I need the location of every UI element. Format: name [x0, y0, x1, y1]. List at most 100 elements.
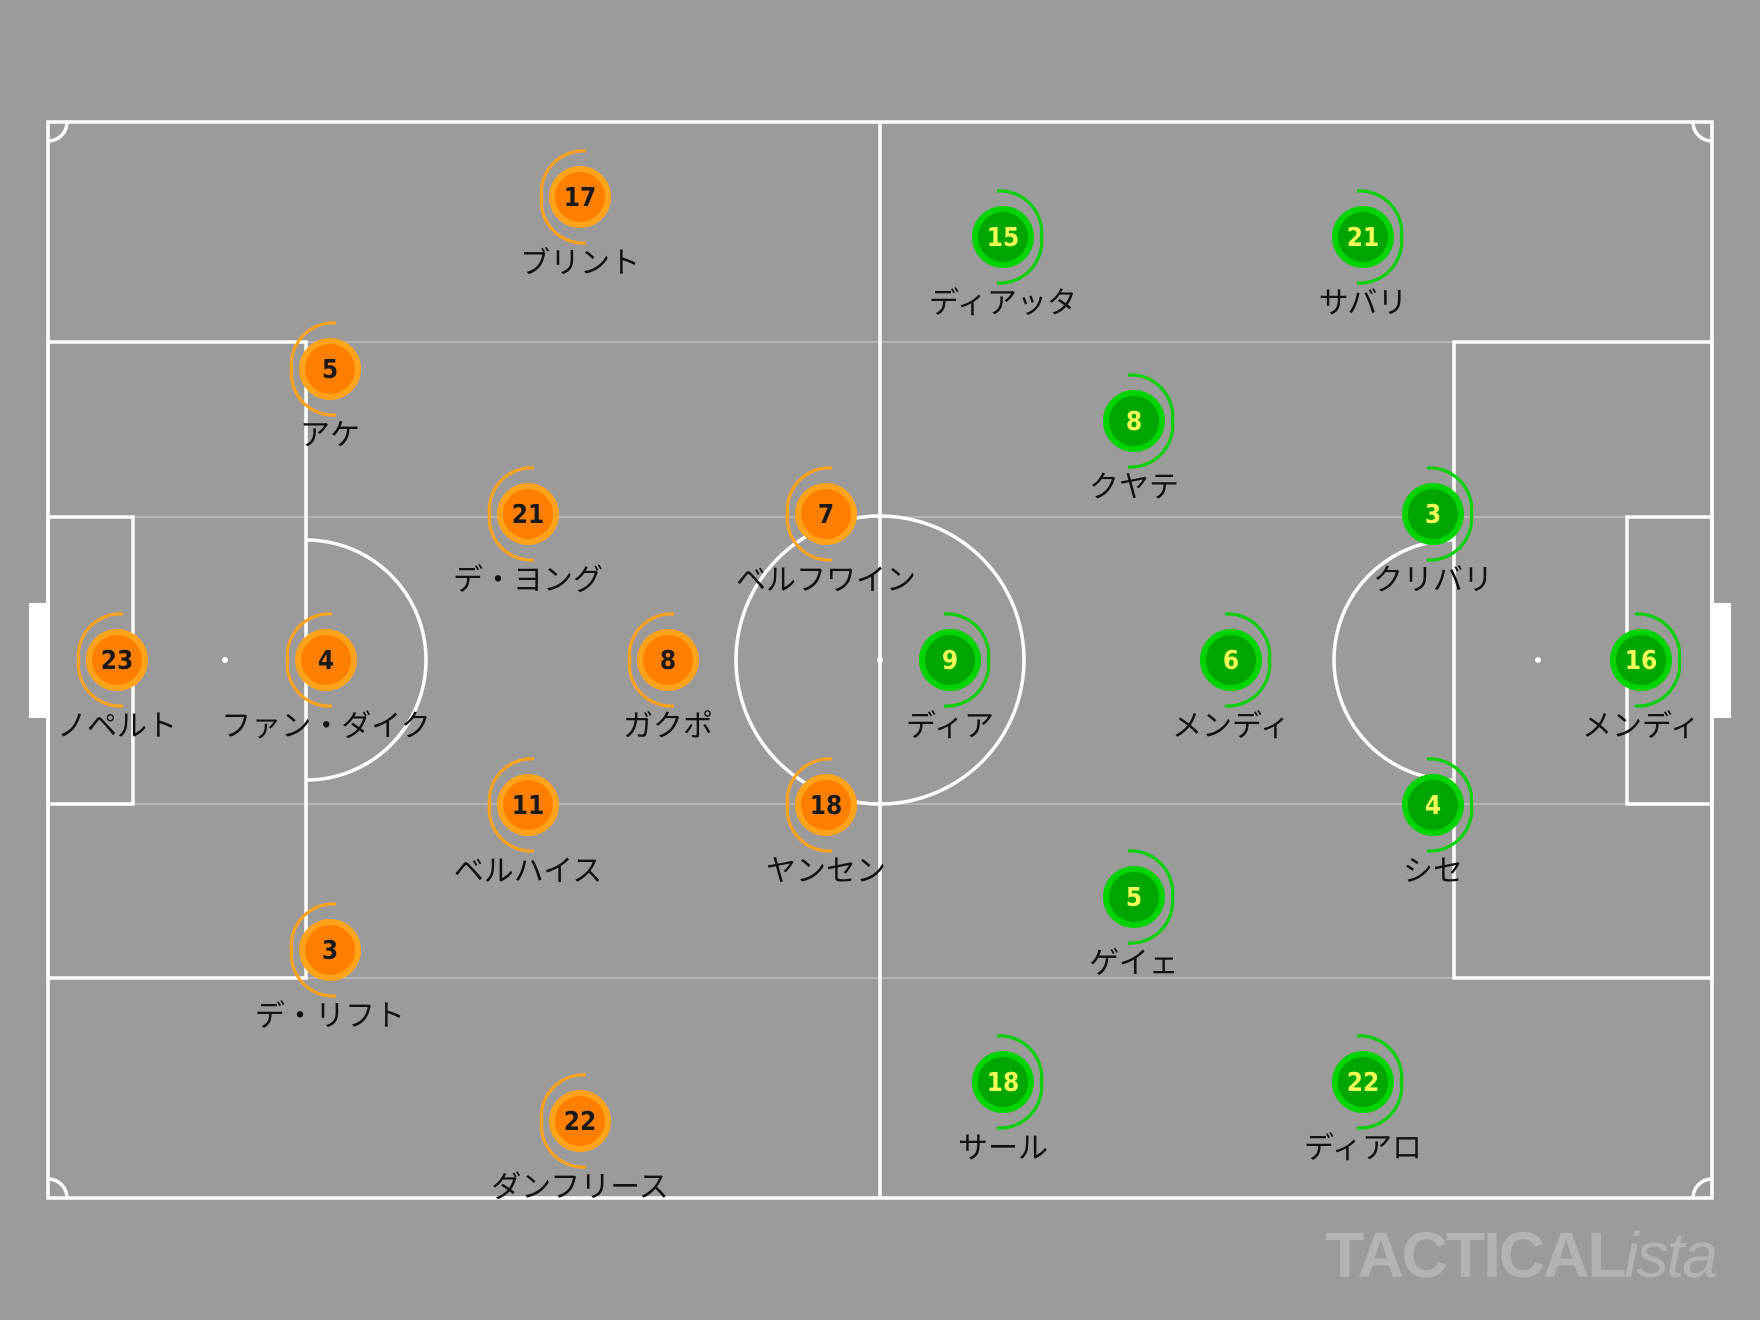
player-direction-swirl: [996, 1034, 1044, 1130]
player-direction-swirl: [285, 612, 333, 708]
player-marker: [978, 212, 1028, 262]
corner-arc-tl: [47, 121, 69, 143]
player-number: 3: [322, 936, 338, 966]
player-name: メンディ: [1172, 709, 1290, 744]
home-player[interactable]: 5 アケ: [289, 321, 361, 453]
player-name: アケ: [300, 418, 360, 453]
player-direction-swirl: [943, 612, 991, 708]
player-marker: [801, 780, 851, 830]
player-number: 22: [1347, 1068, 1380, 1098]
player-name: シセ: [1403, 854, 1463, 889]
player-direction-swirl: [1634, 612, 1682, 708]
right-penalty-arc: [1332, 538, 1455, 782]
player-name: ベルフワイン: [736, 563, 916, 598]
player-marker: [801, 489, 851, 539]
player-number: 18: [810, 791, 843, 821]
player-marker: [503, 780, 553, 830]
player-direction-swirl: [1356, 1034, 1404, 1130]
player-number: 7: [818, 500, 834, 530]
player-direction-swirl: [996, 189, 1044, 285]
corner-arc-tr: [1691, 121, 1713, 143]
player-name: デ・ヨング: [453, 563, 603, 598]
player-number: 15: [987, 223, 1020, 253]
right-penalty-spot: [1535, 657, 1541, 663]
away-player[interactable]: 22 ディアロ: [1304, 1034, 1422, 1166]
player-direction-swirl: [1426, 757, 1474, 853]
player-marker: [555, 1096, 605, 1146]
player-marker: [1408, 489, 1458, 539]
left-goal: [29, 603, 48, 718]
player-name: ベルハイス: [454, 854, 603, 889]
away-player[interactable]: 8 クヤテ: [1089, 373, 1179, 505]
player-marker: [643, 635, 693, 685]
player-name: クリバリ: [1373, 563, 1493, 598]
player-number: 5: [322, 355, 338, 385]
home-player[interactable]: 18 ヤンセン: [766, 757, 886, 889]
player-name: サバリ: [1319, 286, 1408, 321]
player-marker: [1109, 396, 1159, 446]
player-number: 8: [1126, 407, 1142, 437]
player-number: 21: [512, 500, 545, 530]
player-direction-swirl: [1224, 612, 1272, 708]
watermark-main: TACTICAL: [1325, 1219, 1626, 1291]
away-player[interactable]: 6 メンディ: [1172, 612, 1290, 744]
player-marker: [1338, 212, 1388, 262]
right-penalty-box: [1452, 340, 1714, 980]
player-marker: [1408, 780, 1458, 830]
player-marker: [1206, 635, 1256, 685]
player-number: 11: [512, 791, 545, 821]
home-player[interactable]: 11 ベルハイス: [454, 757, 603, 889]
player-name: クヤテ: [1089, 470, 1179, 505]
player-number: 4: [1425, 791, 1441, 821]
player-marker: [1109, 872, 1159, 922]
watermark-logo: TACTICALista: [1325, 1218, 1718, 1292]
player-direction-swirl: [289, 321, 337, 417]
player-direction-swirl: [539, 1073, 587, 1169]
player-name: ダンフリース: [491, 1170, 669, 1205]
player-direction-swirl: [289, 902, 337, 998]
player-name: ヤンセン: [766, 854, 886, 889]
player-number: 4: [318, 646, 334, 676]
away-player[interactable]: 18 サール: [958, 1034, 1048, 1166]
player-number: 8: [660, 646, 676, 676]
player-marker: [503, 489, 553, 539]
home-player[interactable]: 21 デ・ヨング: [453, 466, 603, 598]
player-direction-swirl: [1356, 189, 1404, 285]
home-player[interactable]: 3 デ・リフト: [255, 902, 405, 1034]
corner-arc-br: [1691, 1177, 1713, 1199]
player-name: デ・リフト: [255, 999, 405, 1034]
away-player[interactable]: 21 サバリ: [1319, 189, 1408, 321]
left-penalty-arc: [305, 538, 428, 782]
player-direction-swirl: [487, 757, 535, 853]
player-marker: [555, 172, 605, 222]
player-marker: [92, 635, 142, 685]
player-marker: [978, 1057, 1028, 1107]
player-direction-swirl: [1426, 466, 1474, 562]
player-name: ディアロ: [1304, 1131, 1422, 1166]
center-spot: [877, 657, 883, 663]
player-number: 23: [101, 646, 134, 676]
player-marker: [305, 925, 355, 975]
player-number: 18: [987, 1068, 1020, 1098]
player-number: 21: [1347, 223, 1380, 253]
player-name: サール: [958, 1131, 1048, 1166]
center-circle: [734, 514, 1026, 806]
player-direction-swirl: [785, 466, 833, 562]
home-player[interactable]: 7 ベルフワイン: [736, 466, 916, 598]
player-direction-swirl: [76, 612, 124, 708]
player-direction-swirl: [487, 466, 535, 562]
player-number: 6: [1223, 646, 1239, 676]
away-player[interactable]: 4 シセ: [1402, 757, 1474, 889]
